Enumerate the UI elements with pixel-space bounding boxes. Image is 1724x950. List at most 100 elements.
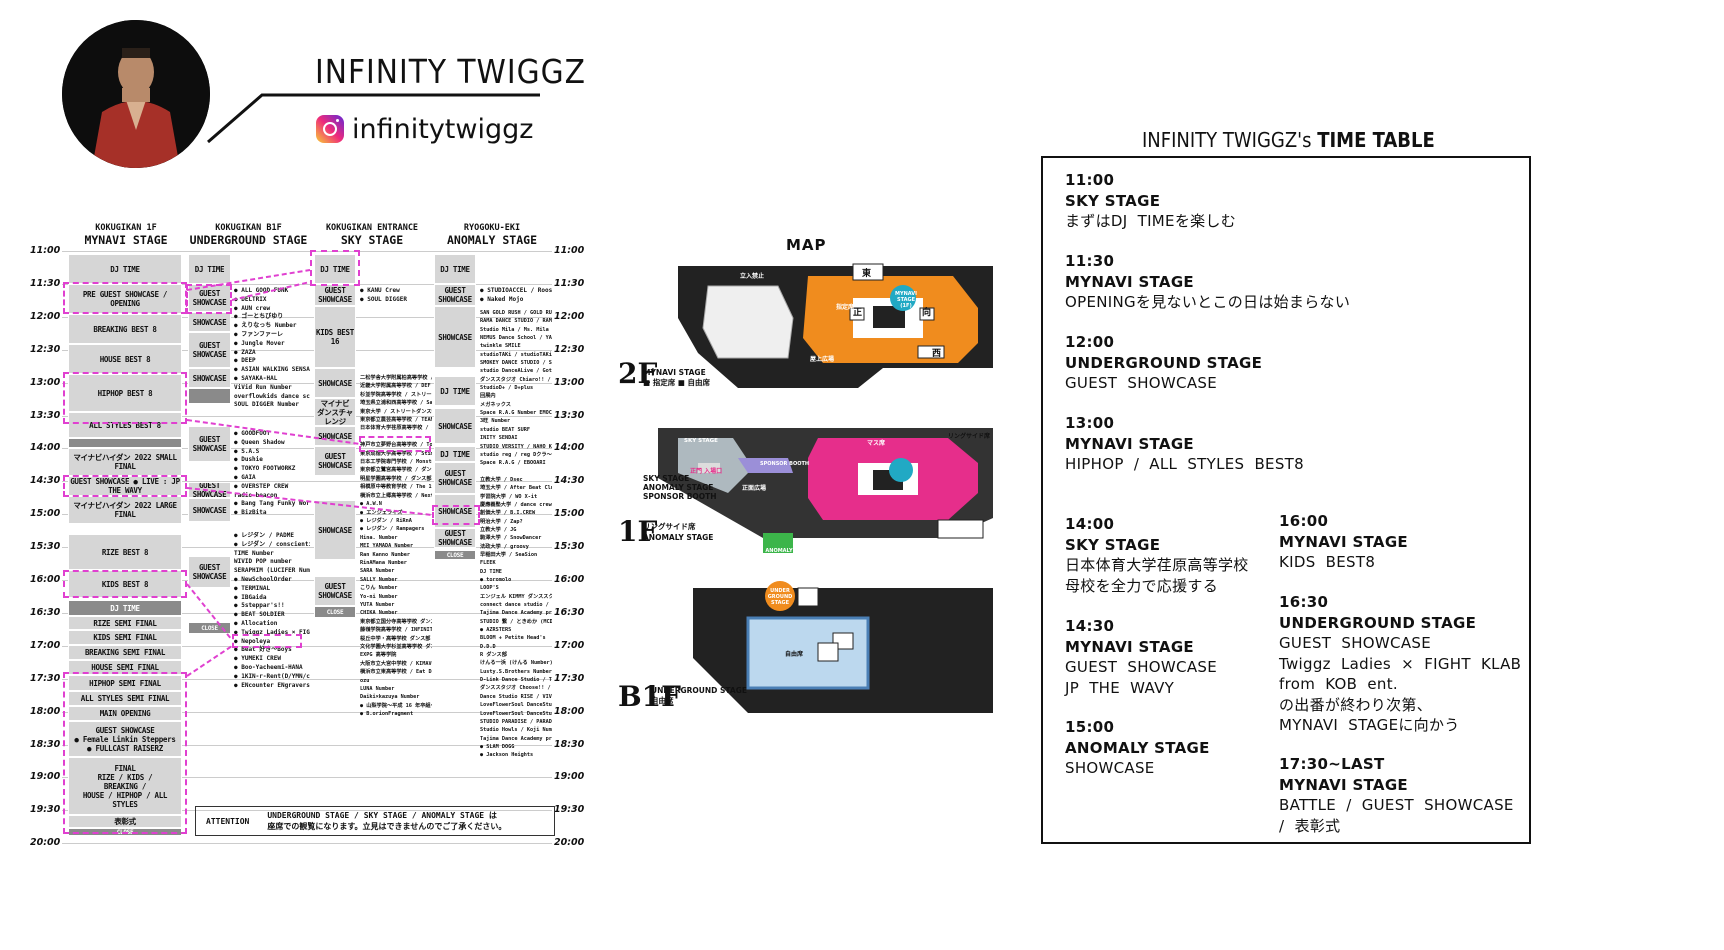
time-label-right: 17:00 <box>554 640 585 651</box>
time-label-left: 16:30 <box>30 607 61 618</box>
time-label-left: 19:00 <box>30 771 61 782</box>
time-label-right: 11:30 <box>554 278 585 289</box>
time-label-left: 14:30 <box>30 475 61 486</box>
mynavi-final-line: BREAKING / <box>103 781 147 791</box>
grid-line <box>62 481 552 482</box>
time-label-right: 15:30 <box>554 541 585 552</box>
grid-line <box>62 251 552 252</box>
mynavi-slot: マイナビハイダン 2022 LARGE FINAL <box>68 496 182 524</box>
time-label-left: 13:30 <box>30 410 61 421</box>
instagram-handle[interactable]: infinitytwiggz <box>352 113 534 145</box>
sponsor-booth-label: SPONSOR BOOTH <box>760 461 810 467</box>
time-label-left: 13:00 <box>30 377 61 388</box>
mynavi-final: FINAL RIZE / KIDS / BREAKING / HOUSE / H… <box>68 757 182 815</box>
time-label-left: 14:00 <box>30 442 61 453</box>
mynavi-slot: ALL STYLES BEST 8 <box>68 412 182 438</box>
sky-lineup-2: 二松学舎大学附属柏高等学校 / チーム二松 近畿大学附属高等学校 / DEF C… <box>360 375 432 718</box>
grid-line <box>62 514 552 515</box>
sky-close: CLOSE <box>314 606 356 618</box>
time-label-right: 18:30 <box>554 739 585 750</box>
map-jiyuu-label: 自由席 <box>785 651 804 658</box>
underground-slot: SHOWCASE <box>188 368 231 388</box>
time-label-right: 16:30 <box>554 607 585 618</box>
entry-description: GUEST SHOWCASE <box>1065 374 1217 392</box>
entry-time: 17:30~LAST <box>1279 755 1385 773</box>
time-label-right: 17:30 <box>554 673 585 684</box>
attention-label: ATTENTION <box>206 816 250 826</box>
mynavi-slot: GUEST SHOWCASE ● LIVE : JP THE WAVY <box>68 476 182 496</box>
sky-lineup-1: ● KANU Crew ● SOUL DIGGER <box>360 287 407 303</box>
mynavi-final-line: RIZE / KIDS / <box>97 772 153 782</box>
grid-line <box>62 646 552 647</box>
grid-line <box>62 317 552 318</box>
mynavi-slot: RIZE SEMI FINAL <box>68 616 182 630</box>
anomaly-slot: SHOWCASE <box>434 408 476 444</box>
entry-time: 14:30 <box>1065 617 1115 635</box>
entry-description: 日本体育大学荏原高等学校 母校を全力で応援する <box>1065 556 1249 595</box>
entry-description: まずはDJ TIMEを楽しむ <box>1065 212 1237 230</box>
highlight-box <box>63 475 187 497</box>
timetable-title: INFINITY TWIGGZ's TIME TABLE <box>1142 128 1435 152</box>
underground-slot: GUEST SHOWCASE <box>188 482 231 498</box>
entry-stage: MYNAVI STAGE <box>1065 637 1194 656</box>
entry-time: 14:00 <box>1065 515 1115 533</box>
time-label-right: 16:00 <box>554 574 585 585</box>
grid-line <box>62 547 552 548</box>
floor-2f-plan <box>678 263 993 388</box>
grid-line <box>62 383 552 384</box>
highlight-box <box>186 284 232 314</box>
time-label-left: 17:00 <box>30 640 61 651</box>
anomaly-lineup-1: ● STUDIOACCEL / Rooster ● Naked Mojo <box>480 287 552 303</box>
mynavi-slot: HOUSE SEMI FINAL <box>68 660 182 675</box>
sky-slot: SHOWCASE <box>314 368 356 398</box>
underground-slot: GUEST SHOWCASE <box>188 332 231 368</box>
floor-1f-plan <box>658 428 993 553</box>
grid-line <box>62 416 552 417</box>
header-connector-line <box>207 93 540 144</box>
map-no-entry-label: 立入禁止 <box>740 273 765 280</box>
entry-description: SHOWCASE <box>1065 759 1155 777</box>
time-label-right: 12:00 <box>554 311 585 322</box>
time-label-right: 12:30 <box>554 344 585 355</box>
anomaly-slot: DJ TIME <box>434 446 476 462</box>
time-label-left: 11:30 <box>30 278 61 289</box>
entry-description: BATTLE / GUEST SHOWCASE / 表彰式 <box>1279 796 1514 835</box>
grid-line <box>62 580 552 581</box>
entry-description: KIDS BEST8 <box>1279 553 1376 571</box>
floor-b1f-legend: 自由席 <box>651 696 674 705</box>
floor-1f-stage: リングサイド席 <box>643 522 696 531</box>
floor-2f-legend: ■ 指定席 ■ 自由席 <box>643 378 711 387</box>
sky-slot: KIDS BEST 16 <box>314 306 356 368</box>
mynavi-stage-badge: MYNAVI STAGE (1F) <box>895 291 918 309</box>
timetable-title-bold: TIME TABLE <box>1317 128 1435 152</box>
anomaly-lineup-2: SAN GOLD RUSH / GOLD RUSH RAMA DANCE STU… <box>480 310 552 759</box>
highlight-box <box>63 570 187 598</box>
anomaly-slot: GUEST SHOWCASE <box>434 528 476 548</box>
underground-break <box>188 388 231 404</box>
venue-map <box>658 263 993 713</box>
time-label-right: 18:00 <box>554 706 585 717</box>
entry-stage: ANOMALY STAGE <box>1065 738 1210 757</box>
instagram-row[interactable]: infinitytwiggz <box>316 112 533 146</box>
mynavi-slot: 表彰式 <box>68 815 182 828</box>
time-label-right: 13:30 <box>554 410 585 421</box>
entry-time: 11:00 <box>1065 171 1115 189</box>
attention-text-2: 座席での観覧になります。立見はできませんのでご了承ください。 <box>267 822 507 831</box>
mynavi-slot: MAIN OPENING <box>68 706 182 721</box>
highlight-box <box>232 634 302 648</box>
grid-line <box>62 350 552 351</box>
entry-description: GUEST SHOWCASE Twiggz Ladies × FIGHT KLA… <box>1279 634 1522 734</box>
mynavi-slot: DJ TIME <box>68 600 182 616</box>
anomaly-slot: DJ TIME <box>434 254 476 284</box>
grid-line <box>62 843 552 844</box>
entry-stage: MYNAVI STAGE <box>1279 775 1408 794</box>
anomaly-stage-badge: ANOMALY STAGE <box>765 548 793 560</box>
mynavi-final-title: FINAL <box>114 763 136 773</box>
mynavi-slot: RIZE BEST 8 <box>68 534 182 570</box>
anomaly-slot: GUEST SHOWCASE <box>434 462 476 494</box>
grid-line <box>62 810 552 811</box>
